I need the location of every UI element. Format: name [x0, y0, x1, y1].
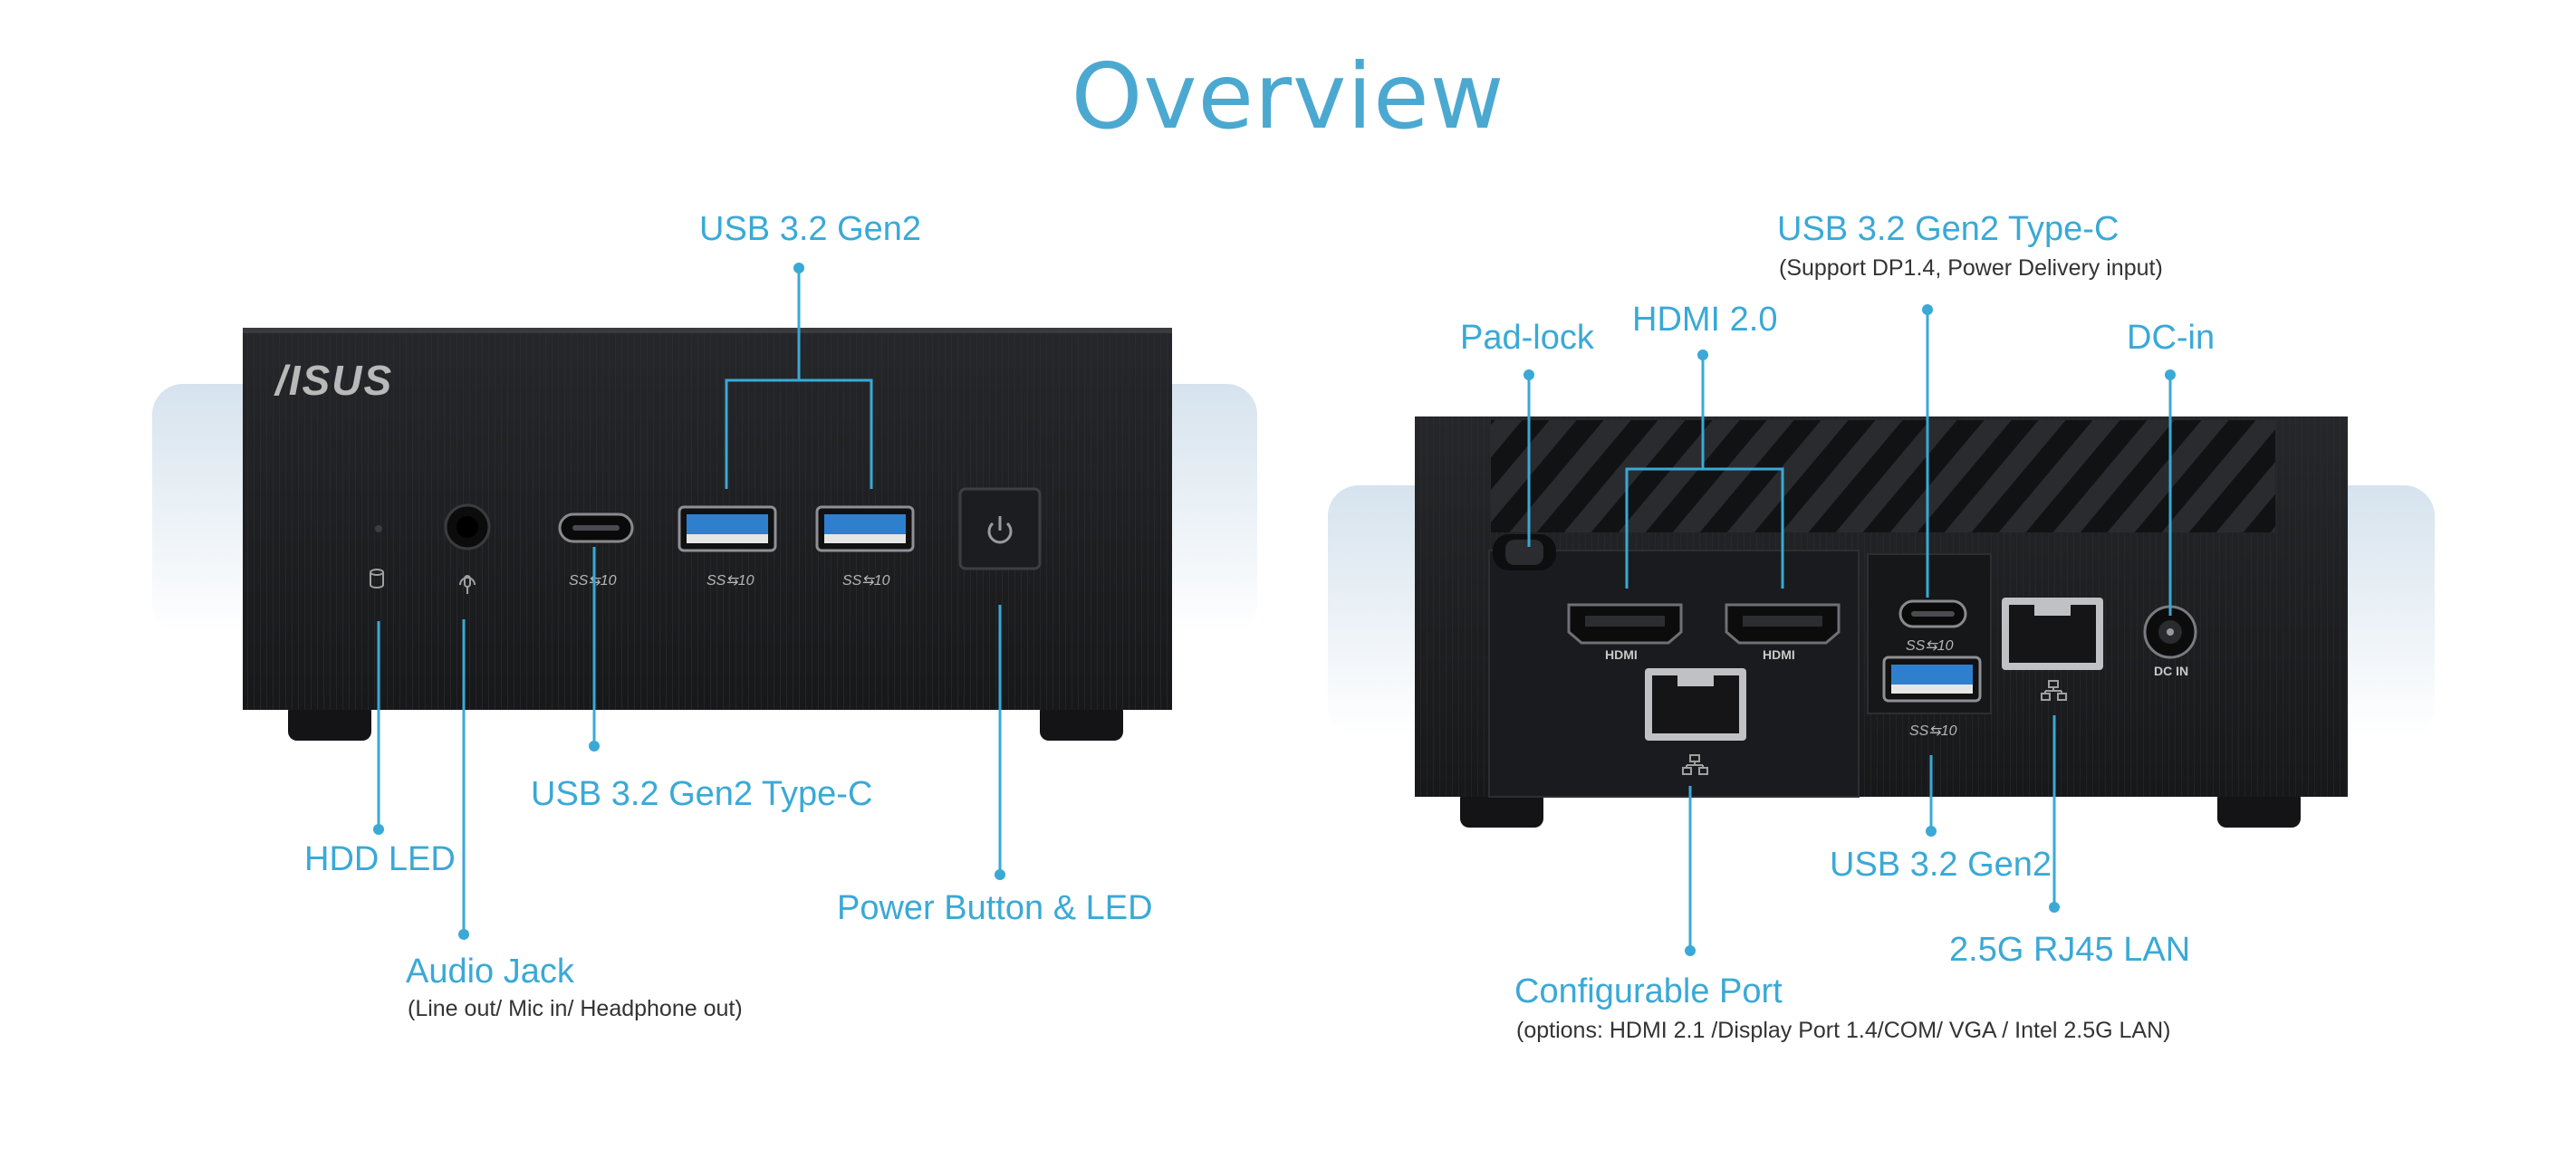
label-front-usb-typec: USB 3.2 Gen2 Type-C — [531, 775, 872, 814]
note-configurable-port: (options: HDMI 2.1 /Display Port 1.4/COM… — [1516, 1018, 2171, 1044]
front-usb-c-port — [560, 514, 632, 541]
label-front-usb-gen2: USB 3.2 Gen2 — [699, 210, 921, 249]
hdmi-port-label: HDMI — [1763, 647, 1795, 662]
configurable-port-rj45 — [1645, 668, 1746, 741]
label-power-button: Power Button & LED — [837, 889, 1153, 928]
usb-badge: SS⇆10 — [1906, 638, 1954, 654]
label-hdmi: HDMI 2.0 — [1632, 301, 1777, 340]
usb-badge: SS⇆10 — [842, 573, 890, 589]
front-device: /ISUS SS⇆10 SS⇆10 — [152, 263, 1257, 940]
label-dc-in: DC-in — [2127, 319, 2215, 358]
label-rear-usb-typec: USB 3.2 Gen2 Type-C — [1777, 210, 2119, 249]
hdd-led-light — [375, 525, 382, 532]
front-usb-a-port-1 — [679, 507, 775, 550]
label-lan: 2.5G RJ45 LAN — [1949, 931, 2190, 970]
label-padlock: Pad-lock — [1460, 319, 1594, 358]
padlock-slot — [1493, 534, 1556, 570]
note-audio-jack: (Line out/ Mic in/ Headphone out) — [408, 996, 743, 1022]
label-configurable-port: Configurable Port — [1514, 972, 1783, 1011]
front-usb-a-port-2 — [817, 507, 913, 550]
label-audio-jack: Audio Jack — [406, 953, 574, 991]
audio-jack-port — [446, 505, 489, 549]
label-hdd-led: HDD LED — [304, 840, 456, 879]
rear-usb-c-port — [1900, 601, 1966, 627]
dc-in-label: DC IN — [2154, 664, 2188, 678]
note-rear-usb-typec: (Support DP1.4, Power Delivery input) — [1779, 255, 2163, 282]
usb-badge: SS⇆10 — [706, 573, 755, 589]
rear-vent — [1491, 420, 2275, 532]
usb-badge: SS⇆10 — [1909, 723, 1957, 739]
brand-logo: /ISUS — [274, 357, 393, 404]
power-button[interactable] — [960, 489, 1040, 569]
lan-port — [2002, 598, 2103, 670]
hdmi-port-label: HDMI — [1605, 647, 1638, 662]
hdmi-port-1 — [1569, 605, 1681, 643]
rear-usb-a-port — [1884, 657, 1980, 701]
label-rear-usb-gen2: USB 3.2 Gen2 — [1830, 846, 2052, 885]
usb-badge: SS⇆10 — [569, 573, 617, 589]
hdmi-port-2 — [1726, 605, 1839, 643]
